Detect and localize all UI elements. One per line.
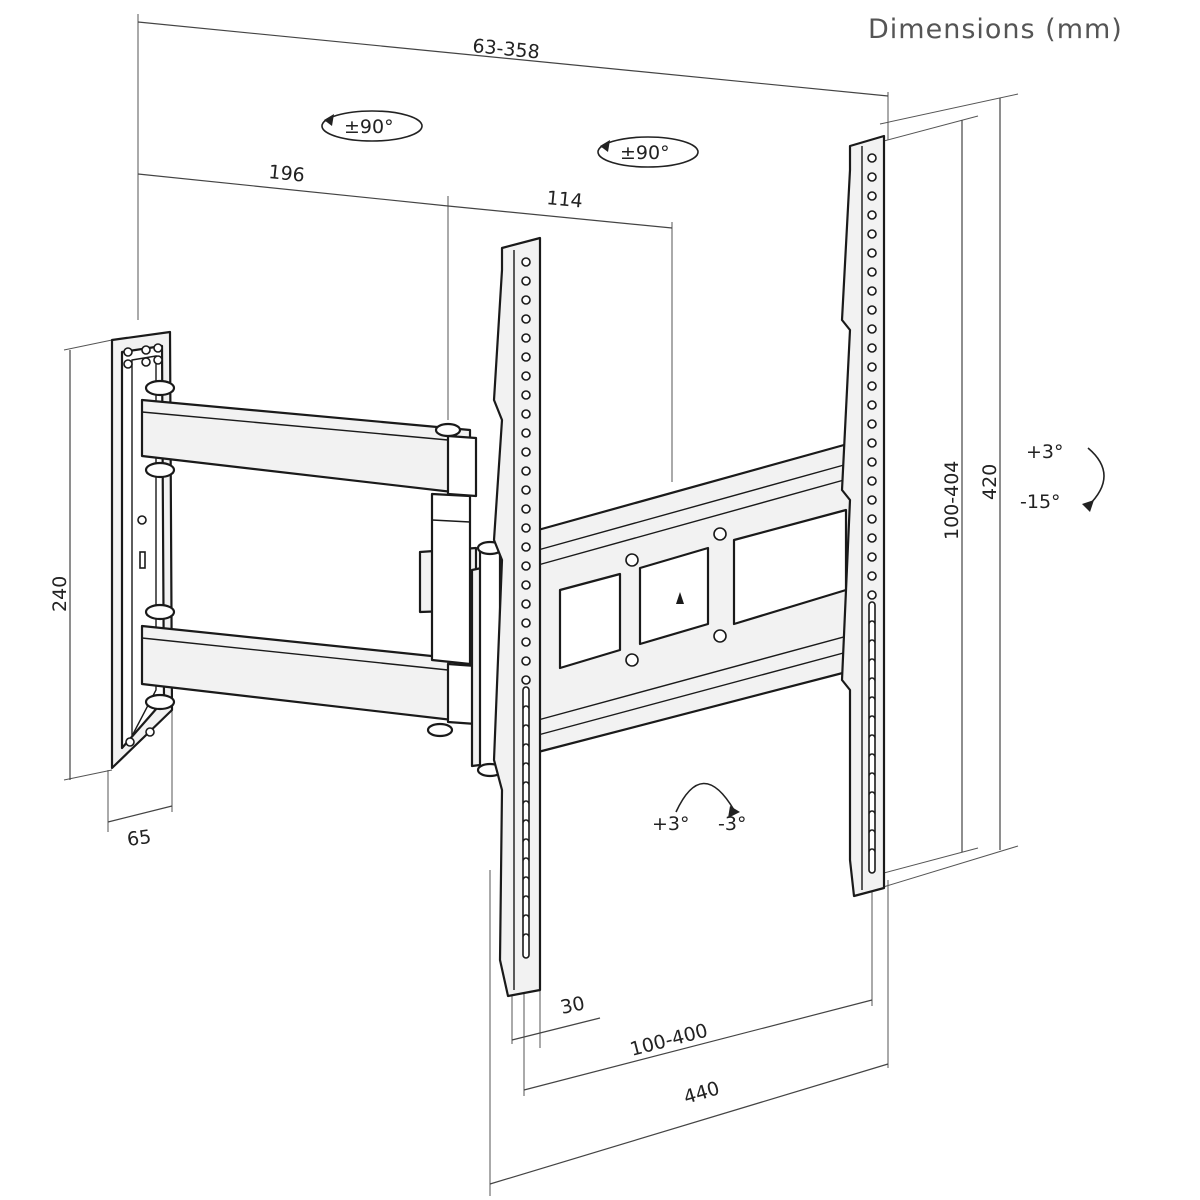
leveling-rotation-icon: +3° -3° <box>652 782 746 835</box>
upper-arm <box>140 379 478 498</box>
rail-hole <box>521 352 531 362</box>
rail-hole <box>867 172 877 182</box>
rail-hole <box>521 466 531 476</box>
rail-hole <box>521 580 531 590</box>
rail-hole <box>867 248 877 258</box>
label-bracket-width: 440 <box>681 1077 722 1108</box>
rail-slot <box>868 848 876 874</box>
dimension-bracket-height: 420 <box>879 93 1019 889</box>
rail-hole <box>521 561 531 571</box>
label-level-ccw: -3° <box>718 813 746 835</box>
rail-hole <box>867 362 877 372</box>
rail-hole <box>521 447 531 457</box>
swivel-arm-rotation-icon: ±90° <box>321 110 423 142</box>
rail-hole <box>867 514 877 524</box>
rail-hole <box>521 333 531 343</box>
rail-hole <box>521 618 531 628</box>
rail-hole <box>867 153 877 163</box>
label-swivel-head: ±90° <box>620 142 670 164</box>
vertical-rail-right <box>840 134 886 898</box>
rail-hole <box>521 675 531 685</box>
dimension-arm-114: 114 <box>447 187 673 482</box>
label-arm-114: 114 <box>546 187 584 212</box>
lower-arm <box>140 603 478 738</box>
rail-hole <box>867 210 877 220</box>
label-vesa-horizontal: 100-400 <box>628 1020 710 1061</box>
label-wall-plate-width: 65 <box>126 826 153 851</box>
rail-hole <box>867 191 877 201</box>
dimension-wall-plate-height: 240 <box>49 339 113 781</box>
rail-hole <box>521 428 531 438</box>
label-level-cw: +3° <box>652 813 690 835</box>
rail-hole <box>867 457 877 467</box>
rail-hole <box>521 390 531 400</box>
label-tilt-down: -15° <box>1020 491 1061 513</box>
dimension-arm-196: 196 <box>137 161 449 420</box>
rail-hole <box>521 599 531 609</box>
vertical-rail-left <box>492 236 542 998</box>
arm-joint <box>418 492 478 666</box>
label-swivel-arm: ±90° <box>344 116 394 138</box>
rail-hole <box>867 552 877 562</box>
label-arm-196: 196 <box>267 161 305 187</box>
rail-hole <box>867 267 877 277</box>
rail-hole <box>521 409 531 419</box>
rail-hole <box>867 495 877 505</box>
rail-hole <box>867 476 877 486</box>
label-vesa-vertical: 100-404 <box>941 461 963 540</box>
rail-hole <box>521 485 531 495</box>
swivel-head-rotation-icon: ±90° <box>597 136 699 168</box>
dimension-wall-plate-width: 65 <box>107 702 173 851</box>
label-wall-plate-height: 240 <box>49 576 71 612</box>
rail-hole <box>867 305 877 315</box>
label-bracket-height: 420 <box>979 464 1001 500</box>
tilt-rotation-icon: +3° -15° <box>1020 441 1105 513</box>
rail-hole <box>867 229 877 239</box>
rail-hole <box>867 381 877 391</box>
tilt-head-crossbar <box>536 438 864 754</box>
label-tilt-up: +3° <box>1026 441 1064 463</box>
rail-hole <box>867 571 877 581</box>
rail-hole <box>867 419 877 429</box>
rail-hole <box>521 656 531 666</box>
diagram-title: Dimensions (mm) <box>868 14 1123 45</box>
rail-hole <box>867 590 877 600</box>
rail-hole <box>867 400 877 410</box>
rail-hole <box>867 533 877 543</box>
rail-hole <box>867 343 877 353</box>
label-profile-depth: 30 <box>558 992 586 1019</box>
rail-hole <box>867 286 877 296</box>
rail-hole <box>521 276 531 286</box>
label-overall-depth: 63-358 <box>472 35 541 63</box>
rail-hole <box>521 523 531 533</box>
rail-hole <box>521 257 531 267</box>
rail-hole <box>867 438 877 448</box>
rail-hole <box>521 542 531 552</box>
rail-hole <box>521 637 531 647</box>
rail-hole <box>521 295 531 305</box>
dimension-vesa-vertical: 100-404 <box>879 115 979 875</box>
rail-hole <box>521 371 531 381</box>
rail-slot <box>522 933 530 959</box>
rail-hole <box>521 314 531 324</box>
rail-hole <box>867 324 877 334</box>
rail-hole <box>521 504 531 514</box>
